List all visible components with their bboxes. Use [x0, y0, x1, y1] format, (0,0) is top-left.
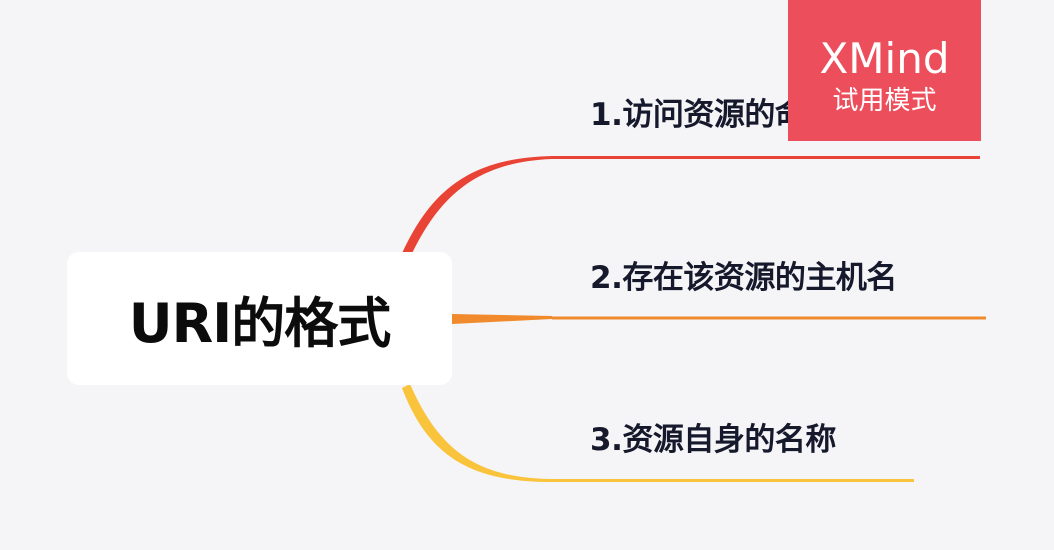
- watermark-subtitle: 试用模式: [832, 86, 937, 116]
- branch-topic-3[interactable]: 3.资源自身的名称: [590, 422, 836, 458]
- branch-connector-1: [400, 156, 552, 262]
- trial-watermark: XMind 试用模式: [788, 0, 981, 141]
- central-topic-title: URI的格式: [128, 292, 392, 355]
- branch-connector-3: [402, 384, 552, 482]
- central-topic[interactable]: URI的格式: [67, 252, 452, 385]
- branch-topic-2[interactable]: 2.存在该资源的主机名: [590, 260, 897, 296]
- watermark-brand: XMind: [819, 34, 950, 83]
- branch-connector-2: [452, 314, 552, 324]
